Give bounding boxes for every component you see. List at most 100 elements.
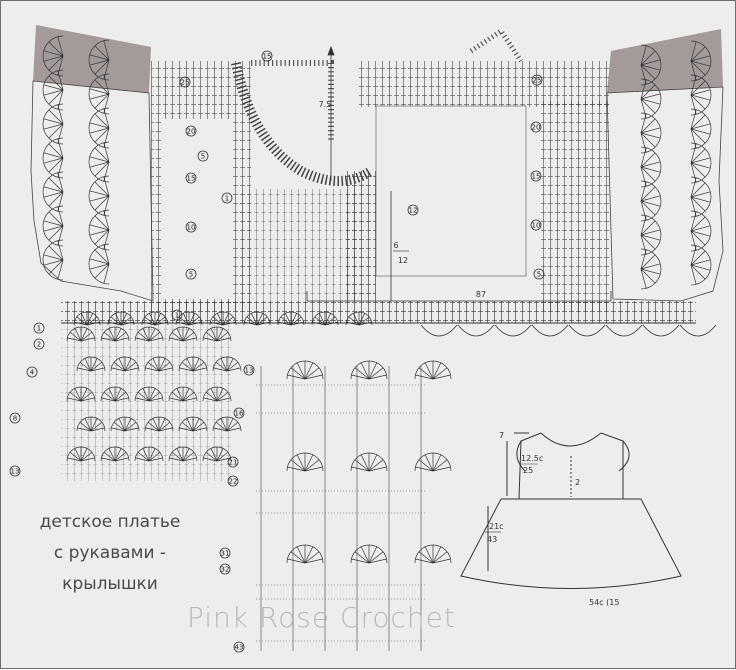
shell-stroke (43, 123, 64, 130)
shell-stroke (154, 321, 168, 326)
shell-stroke (114, 337, 129, 342)
neck-depth-label: 7.5 (319, 100, 332, 109)
shell-stroke (415, 558, 434, 564)
right-bodice-row-labels: 25 20 15 10 5 (530, 74, 545, 280)
shell-stroke (94, 249, 110, 265)
shell-stitch (350, 544, 388, 564)
shell-stroke (690, 128, 706, 144)
shell-stitch (350, 360, 388, 380)
shell-stroke (67, 457, 82, 462)
row-number: 25 (181, 79, 190, 87)
shell-stitch (286, 544, 324, 564)
row-number: 25 (533, 77, 542, 85)
shell-stroke (210, 321, 224, 326)
shell-stroke (640, 64, 656, 80)
shell-stroke (304, 551, 320, 564)
shell-stroke (351, 374, 370, 380)
shell-stroke (640, 98, 661, 105)
shell-stroke (80, 331, 93, 342)
dress-schematic-labels: 7 12.5c 25 2 21c 43 54c (15 (485, 431, 619, 607)
shell-arc (134, 326, 164, 342)
shell-stroke (182, 391, 195, 402)
shell-stroke (48, 157, 64, 173)
shell-stroke (124, 367, 139, 372)
shell-stroke (86, 316, 98, 326)
placket-rows: 6 (393, 241, 398, 250)
row-number: 20 (532, 124, 541, 132)
shell-arc (168, 326, 198, 342)
row-marker: 4 (26, 366, 38, 378)
shell-stroke (690, 250, 706, 266)
shell-stroke (360, 546, 370, 564)
shell-stroke (205, 331, 218, 342)
shell-stroke (368, 558, 387, 564)
shell-stroke (79, 421, 92, 432)
shell-stitch (414, 360, 452, 380)
shell-stroke (80, 448, 88, 462)
skirt-center-row-labels: 13 16 21 22 31 32 43 (219, 364, 255, 653)
shell-stroke (256, 313, 263, 326)
skirt-left-chart (61, 311, 373, 481)
shell-stroke (640, 215, 647, 236)
shell-stroke (79, 361, 92, 372)
shell-stroke (171, 451, 184, 462)
shell-stroke (290, 316, 302, 326)
schematic-bodice-rows: 25 (523, 466, 533, 475)
shell-stroke (690, 89, 711, 96)
shell-arc (311, 311, 339, 326)
shell-stroke (108, 448, 116, 462)
row-number: 21 (229, 459, 238, 467)
row-marker: 1 (171, 309, 183, 321)
shell-stroke (94, 195, 110, 211)
shell-stroke (188, 313, 195, 326)
shell-stroke (137, 331, 150, 342)
shell-stroke (114, 451, 127, 462)
shell-stroke (220, 418, 228, 432)
shell-arc (640, 248, 662, 290)
shell-stroke (80, 328, 88, 342)
schematic-right-sleeve (618, 440, 630, 472)
shell-arc (690, 176, 712, 218)
shell-stroke (86, 313, 93, 326)
shell-stroke (280, 316, 292, 326)
shell-stroke (89, 156, 110, 163)
row-marker: 15 (185, 172, 197, 184)
shell-arc (690, 142, 712, 184)
shell-stitch (66, 446, 96, 462)
shell-stroke (81, 313, 88, 326)
shell-stroke (169, 457, 184, 462)
left-bodice (151, 60, 376, 311)
shell-stroke (640, 200, 661, 207)
shell-stroke (192, 358, 200, 372)
shell-stroke (216, 328, 224, 342)
shell-stroke (304, 459, 320, 472)
shell-arc (76, 356, 106, 372)
shell-stroke (192, 361, 205, 372)
row-number: 22 (229, 478, 238, 486)
shell-stroke (640, 268, 661, 275)
shell-stroke (94, 79, 110, 95)
shell-stroke (57, 206, 64, 227)
shell-stroke (43, 254, 64, 261)
shell-arc (640, 214, 662, 256)
width-label: 87 (476, 290, 486, 299)
shell-stroke (158, 358, 166, 372)
shell-stroke (57, 104, 64, 125)
watermark: Pink Rose Crochet (187, 601, 456, 634)
row-marker: 13 (243, 364, 255, 376)
back-shoulder-edge (469, 27, 524, 63)
shell-stroke (145, 367, 160, 372)
shell-stroke (43, 50, 64, 57)
shell-stroke (43, 186, 64, 193)
skirt-left-grid (61, 323, 231, 481)
shell-stroke (304, 546, 314, 564)
row-number: 15 (187, 175, 196, 183)
shell-stroke (690, 230, 697, 251)
shell-stroke (89, 224, 110, 231)
shell-arc (414, 452, 452, 472)
shell-arc (42, 239, 64, 281)
shell-stroke (351, 466, 370, 472)
shell-stroke (89, 127, 110, 134)
shell-stroke (222, 316, 234, 326)
shell-stroke (690, 230, 711, 237)
